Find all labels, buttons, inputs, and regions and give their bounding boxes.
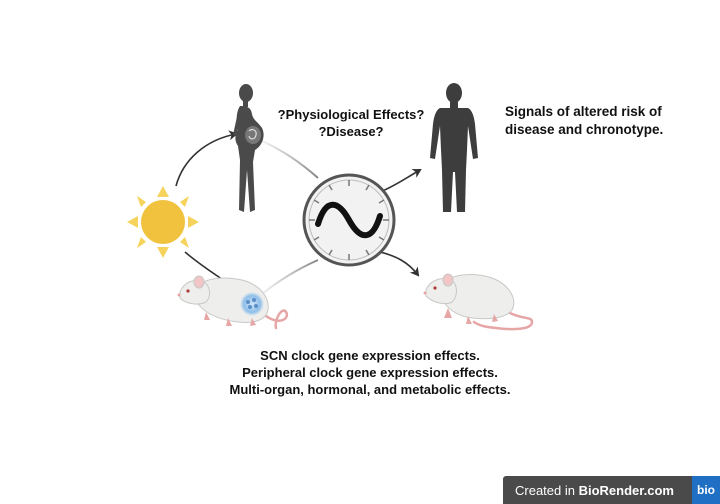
effects-line-peripheral: Peripheral clock gene expression effects…: [242, 365, 498, 380]
arrow-clock-to-offspring: [379, 251, 420, 277]
pregnant-woman-icon: [233, 84, 264, 212]
sun-icon: [127, 186, 199, 258]
question-line-physiological: ?Physiological Effects?: [277, 107, 425, 122]
watermark-text: Created in BioRender.com: [503, 483, 692, 498]
question-label: ?Physiological Effects? ?Disease?: [276, 106, 426, 140]
arrow-woman-to-clock: [261, 140, 319, 179]
arrow-mouse-to-clock: [261, 259, 319, 295]
circadian-clock-icon: [302, 173, 396, 267]
effects-line-scn: SCN clock gene expression effects.: [260, 348, 480, 363]
effects-label: SCN clock gene expression effects. Perip…: [200, 347, 540, 398]
question-line-disease: ?Disease?: [318, 124, 384, 139]
signals-line-2: disease and chronotype.: [505, 122, 664, 137]
arrow-sun-to-woman: [175, 130, 238, 187]
watermark-brand: BioRender.com: [578, 482, 674, 498]
arrow-clock-to-human: [379, 169, 422, 193]
effects-line-multi-organ: Multi-organ, hormonal, and metabolic eff…: [229, 382, 511, 397]
offspring-mouse-icon: [423, 273, 534, 331]
biorender-watermark[interactable]: Created in BioRender.com bio: [503, 476, 720, 504]
signals-label: Signals of altered risk of disease and c…: [505, 103, 663, 139]
fetus-icon: [245, 126, 261, 144]
signals-line-1: Signals of altered risk of: [505, 104, 662, 119]
pregnant-mouse-icon: [177, 275, 289, 330]
adult-human-icon: [430, 83, 478, 212]
watermark-prefix: Created in: [515, 482, 579, 498]
biorender-logo-icon: bio: [692, 476, 720, 504]
